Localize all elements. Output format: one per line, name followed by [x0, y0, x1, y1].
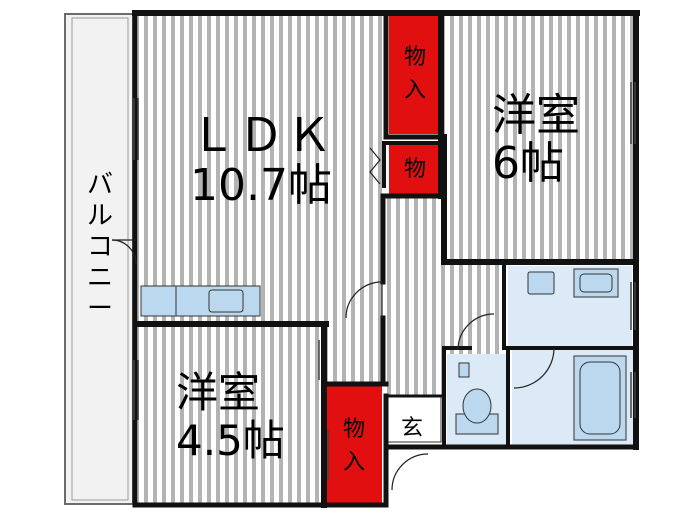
closet-bottom-char: 物	[342, 417, 365, 442]
ldk-label-line2: 10.7帖	[190, 160, 332, 211]
balcony-char: バ	[86, 170, 113, 200]
western-45-label-line1: 洋室	[176, 368, 261, 417]
closet-bottom-char: 入	[342, 450, 365, 475]
wash-basin	[527, 271, 555, 295]
doors	[111, 147, 555, 491]
closet-middle-char: 物	[403, 157, 426, 182]
bathtub-inner	[579, 361, 621, 435]
hall-floor-lower	[324, 260, 386, 384]
closet-top-label: 物 入	[400, 44, 430, 104]
toilet-sink	[458, 362, 470, 378]
closet-bottom-label: 物 入	[339, 416, 369, 476]
ldk-door-swing	[345, 281, 383, 319]
toilet-door-swing	[457, 313, 495, 351]
western-45-label-line2: 4.5帖	[176, 416, 285, 465]
closet-fold-door	[369, 147, 381, 185]
bathtub	[573, 355, 627, 441]
western-6-label-line2: 6帖	[492, 138, 564, 189]
closet-middle	[389, 144, 441, 196]
balcony-char: ニ	[86, 263, 113, 293]
western-6-label-line1: 洋室	[492, 90, 580, 141]
closet-bottom	[326, 386, 382, 504]
western-45-floor	[138, 326, 324, 504]
balcony-area	[64, 13, 134, 505]
closet-middle-label: 物	[400, 156, 430, 183]
ldk-label-line1: ＬＤＫ	[190, 108, 334, 162]
ldk-label: ＬＤＫ 10.7帖	[190, 112, 334, 208]
western-45-label: 洋室 4.5帖	[176, 372, 285, 462]
balcony-rail	[71, 17, 129, 501]
bath-door-swing	[513, 347, 555, 389]
closet-top-char: 物	[403, 45, 426, 70]
western-6-label: 洋室 6帖	[492, 94, 580, 186]
windows	[133, 82, 636, 480]
closet-top-char: 入	[403, 78, 426, 103]
balcony-char: ー	[86, 294, 113, 324]
entrance-door-swing	[391, 453, 429, 491]
washing-machine	[573, 268, 619, 298]
entrance-label: 玄	[401, 416, 424, 441]
balcony-char: ル	[86, 201, 113, 231]
entrance-floor	[385, 395, 442, 443]
closet-top	[389, 16, 441, 134]
kitchen-sink	[208, 289, 244, 313]
balcony-label: バ ル コ ニ ー	[82, 170, 118, 325]
toilet-bowl	[462, 388, 492, 424]
walls	[132, 10, 640, 508]
balcony-char: コ	[86, 232, 113, 262]
washing-machine-inner	[579, 273, 613, 293]
